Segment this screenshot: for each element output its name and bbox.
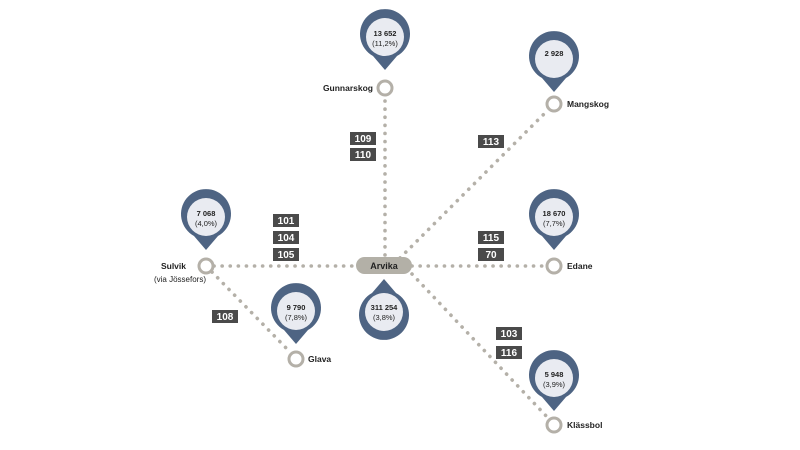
stop-circle[interactable] <box>545 257 563 275</box>
route-box: 115 <box>478 231 504 244</box>
stop-circle[interactable] <box>545 95 563 113</box>
stop-circle[interactable] <box>197 257 215 275</box>
pin-inner <box>187 198 225 236</box>
pin-inner <box>365 293 403 331</box>
route-number: 110 <box>355 150 372 161</box>
pin-klassbol: 5 948 (3,9%) <box>529 350 579 411</box>
stop-name: Edane <box>567 261 593 271</box>
stop-name: Gunnarskog <box>323 83 373 93</box>
pin-inner <box>535 359 573 397</box>
pin-share: (7,8%) <box>285 313 308 322</box>
pin-value: 2 928 <box>545 49 564 58</box>
pin-share: (11,2%) <box>372 39 398 48</box>
stop-glava[interactable]: Glava <box>287 350 331 368</box>
pin-inner <box>277 292 315 330</box>
pin-share: (7,7%) <box>543 219 566 228</box>
stop-name: Mangskog <box>567 99 609 109</box>
stop-sulvik[interactable]: Sulvik (via Jössefors) <box>154 257 215 284</box>
stop-name: Glava <box>308 354 331 364</box>
line-mangskog <box>398 108 550 260</box>
pin-gunnarskog: 13 652 (11,2%) <box>360 9 410 70</box>
hub-arvika[interactable]: Arvika <box>356 257 412 274</box>
pin-arvika: 311 254 (3,8%) <box>359 279 409 340</box>
route-lines <box>210 94 551 421</box>
route-box: 70 <box>478 248 504 261</box>
hub-name: Arvika <box>370 261 399 271</box>
stop-circle[interactable] <box>376 79 394 97</box>
value-pins: 13 652 (11,2%) 2 928 18 670 (7,7%) 5 948… <box>181 9 579 411</box>
route-box: 116 <box>496 346 522 359</box>
route-number: 116 <box>501 348 518 359</box>
pin-inner <box>535 198 573 236</box>
stop-circle[interactable] <box>545 416 563 434</box>
stop-circle[interactable] <box>287 350 305 368</box>
route-number: 101 <box>278 216 295 227</box>
route-box: 104 <box>273 231 299 244</box>
line-klassbol <box>410 272 551 421</box>
route-number: 115 <box>483 233 500 244</box>
pin-share: (3,9%) <box>543 380 566 389</box>
line-glava <box>210 270 292 354</box>
route-number: 103 <box>501 329 518 340</box>
route-number: 113 <box>483 137 500 148</box>
route-number: 105 <box>278 250 295 261</box>
route-box: 101 <box>273 214 299 227</box>
route-number: 104 <box>278 233 295 244</box>
route-box: 103 <box>496 327 522 340</box>
pin-inner <box>535 40 573 78</box>
route-number: 109 <box>355 134 372 145</box>
pin-edane: 18 670 (7,7%) <box>529 189 579 250</box>
hub-pill[interactable] <box>356 257 412 274</box>
pin-value: 18 670 <box>543 209 566 218</box>
pin-value: 13 652 <box>374 29 397 38</box>
route-box: 113 <box>478 135 504 148</box>
stop-mangskog[interactable]: Mangskog <box>545 95 609 113</box>
pin-sulvik: 7 068 (4,0%) <box>181 189 231 250</box>
route-number: 108 <box>217 312 234 323</box>
pin-value: 7 068 <box>197 209 216 218</box>
stop-sublabel: (via Jössefors) <box>154 275 206 284</box>
pin-share: (4,0%) <box>195 219 218 228</box>
route-box: 109 <box>350 132 376 145</box>
pin-value: 9 790 <box>287 303 306 312</box>
route-box: 108 <box>212 310 238 323</box>
stop-name: Sulvik <box>161 261 186 271</box>
stop-gunnarskog[interactable]: Gunnarskog <box>323 79 394 97</box>
route-labels: 109 110 113 115 70 103 116 108 101 104 1… <box>212 132 522 359</box>
route-number: 70 <box>485 250 497 261</box>
stops: Gunnarskog Mangskog Edane Klässbol Glava… <box>154 79 609 434</box>
pin-value: 311 254 <box>371 303 399 312</box>
pin-mangskog: 2 928 <box>529 31 579 92</box>
stop-edane[interactable]: Edane <box>545 257 593 275</box>
stop-name: Klässbol <box>567 420 602 430</box>
pin-value: 5 948 <box>545 370 564 379</box>
pin-glava: 9 790 (7,8%) <box>271 283 321 344</box>
route-box: 105 <box>273 248 299 261</box>
route-box: 110 <box>350 148 376 161</box>
pin-share: (3,8%) <box>373 313 396 322</box>
stop-klassbol[interactable]: Klässbol <box>545 416 602 434</box>
pin-inner <box>366 18 404 56</box>
